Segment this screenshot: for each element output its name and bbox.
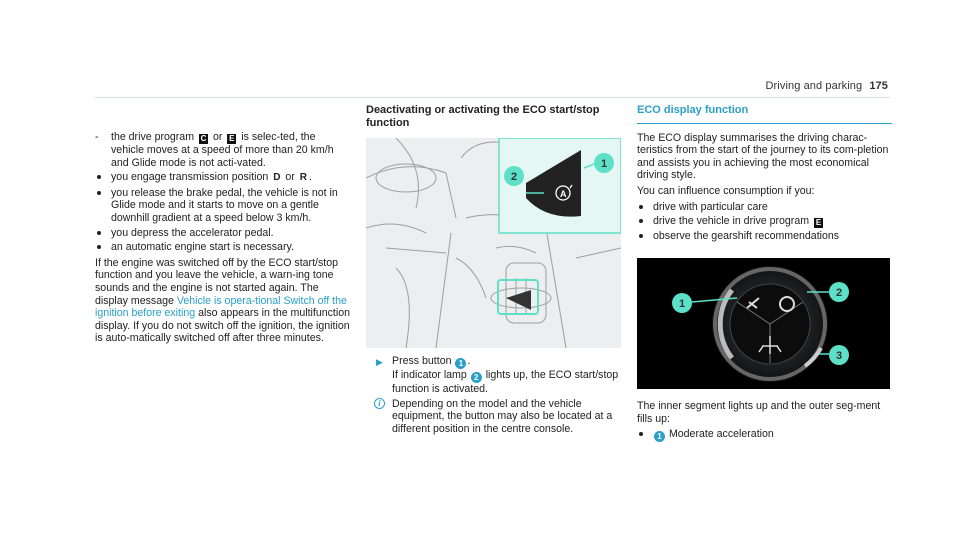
list-item: you depress the accelerator pedal. xyxy=(95,227,350,240)
callout-3-marker xyxy=(829,345,849,365)
callout-1-icon: 1 xyxy=(455,358,467,369)
eco-display-drawing: 1 2 3 xyxy=(637,258,890,389)
callout-2-marker xyxy=(504,166,524,186)
section-heading: ECO display function xyxy=(637,104,749,116)
list-item: 1 Moderate acceleration xyxy=(637,428,892,443)
callout-1-marker xyxy=(672,293,692,313)
column-2: Deactivating or activating the ECO start… xyxy=(366,104,621,138)
info-icon: i xyxy=(374,397,385,409)
callout-2-label: 2 xyxy=(511,171,517,183)
callout-2-label: 2 xyxy=(836,287,842,299)
list-item: observe the gearshift recommendations xyxy=(637,230,892,243)
eco-button-symbol: A xyxy=(560,189,567,199)
button-highlight xyxy=(497,279,539,315)
page-header: Driving and parking 175 xyxy=(766,80,889,92)
list-item: an automatic engine start is necessary. xyxy=(95,241,350,254)
info-note: i Depending on the model and the vehicle… xyxy=(366,397,621,436)
list-item: you engage transmission position D or R. xyxy=(95,171,350,185)
callout-2-marker xyxy=(829,282,849,302)
column-3-bottom: The inner segment lights up and the oute… xyxy=(637,397,892,444)
intro-paragraph: The ECO display summarises the driving c… xyxy=(637,131,889,182)
center-console-drawing: A 1 2 xyxy=(365,137,622,349)
center-console-figure: A 1 2 xyxy=(365,137,622,349)
callout-1-label: 1 xyxy=(679,298,685,310)
header-rule xyxy=(95,97,890,98)
segment-paragraph: The inner segment lights up and the oute… xyxy=(637,400,881,425)
exit-paragraph: If the engine was switched off by the EC… xyxy=(95,256,351,345)
section-title: Driving and parking xyxy=(765,80,863,92)
column-1: the drive program C or E is selec-ted, t… xyxy=(95,131,350,348)
instruction-step: ▶ Press button 1. If indicator lamp 2 li… xyxy=(376,355,619,395)
position-d-icon: D xyxy=(273,172,281,184)
callout-1-icon: 1 xyxy=(654,431,665,443)
display-message-link[interactable]: Vehicle is opera-tional Switch off the i… xyxy=(95,294,347,320)
page-number: 175 xyxy=(869,80,888,92)
drive-program-c-icon: C xyxy=(198,134,208,144)
eco-display-figure: 1 2 3 xyxy=(637,258,890,389)
acceleration-icon xyxy=(746,297,760,309)
drive-program-e-icon: E xyxy=(227,134,237,144)
position-r-icon: R xyxy=(299,172,307,184)
influence-paragraph: You can influence consumption if you: xyxy=(637,184,815,197)
dash-item: the drive program C or E is selec-ted, t… xyxy=(95,131,350,169)
callout-1-marker xyxy=(594,153,614,173)
heading-rule xyxy=(637,122,892,124)
column-2-steps: ▶ Press button 1. If indicator lamp 2 li… xyxy=(366,355,621,435)
list-item: you release the brake pedal, the vehicle… xyxy=(95,187,350,225)
callout-2-icon: 2 xyxy=(470,372,482,383)
step-arrow-icon: ▶ xyxy=(376,357,383,367)
balance-icon xyxy=(758,336,782,354)
list-item: drive with particular care xyxy=(637,201,892,214)
list-item: drive the vehicle in drive program E xyxy=(637,215,892,229)
wheel-icon xyxy=(779,296,795,312)
section-heading: Deactivating or activating the ECO start… xyxy=(366,104,600,129)
drive-program-e-icon: E xyxy=(814,218,823,229)
callout-1-label: 1 xyxy=(601,158,607,170)
column-3: ECO display function The ECO display sum… xyxy=(637,104,892,245)
callout-3-label: 3 xyxy=(836,350,842,362)
